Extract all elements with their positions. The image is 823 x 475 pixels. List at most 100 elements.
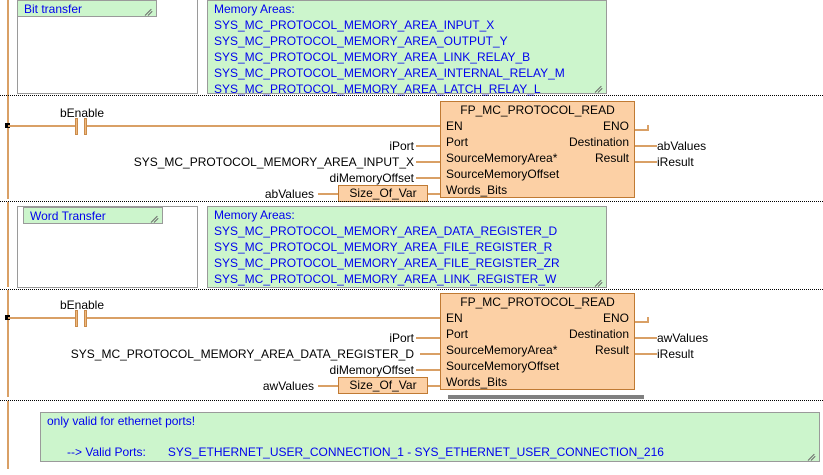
input-operand-port-net4[interactable]: iPort (389, 331, 414, 345)
pin-sourcememoryoffset-net2: SourceMemoryOffset (446, 167, 560, 181)
footer-comment-box[interactable]: only valid for ethernet ports! --> Valid… (40, 412, 820, 462)
input-wire-words-bits-left-net4 (318, 385, 338, 387)
input-operand-source-memory-area-net2[interactable]: SYS_MC_PROTOCOL_MEMORY_AREA_INPUT_X (133, 155, 414, 169)
input-operand-words-bits-net4[interactable]: awValues (262, 379, 314, 393)
network-separator (0, 95, 823, 96)
memory-areas-box-net3[interactable]: Memory Areas: SYS_MC_PROTOCOL_MEMORY_ARE… (207, 206, 607, 288)
output-operand-destination-net4[interactable]: awValues (657, 331, 709, 345)
output-wire-result-net4 (635, 353, 657, 355)
fb-row-sourcememoryarea-result-net2: SourceMemoryArea* Result (441, 150, 634, 166)
pin-result-net2: Result (594, 151, 629, 165)
pin-destination-net2: Destination (568, 135, 629, 149)
pin-en-net2: EN (446, 119, 463, 133)
memory-area-item: SYS_MC_PROTOCOL_MEMORY_AREA_LINK_RELAY_B (214, 50, 531, 64)
fb-row-en-eno-net4: EN ENO (441, 310, 634, 326)
contact-bar-left-net2[interactable] (75, 118, 78, 135)
pin-port-net2: Port (446, 135, 469, 149)
fb-row-wordsbits-net2: Words_Bits (441, 182, 634, 198)
fb-row-en-eno-net2: EN ENO (441, 118, 634, 134)
comment-box-bit-transfer[interactable]: Bit transfer (17, 0, 157, 17)
pin-eno-net2: ENO (602, 119, 629, 133)
comment-box-word-transfer[interactable]: Word Transfer (23, 207, 163, 224)
function-block-title-net2: FP_MC_PROTOCOL_READ (460, 103, 615, 117)
memory-area-item: SYS_MC_PROTOCOL_MEMORY_AREA_LINK_REGISTE… (214, 272, 557, 286)
size-of-var-box-net2[interactable]: Size_Of_Var (338, 185, 428, 202)
power-rail-net3 (7, 202, 9, 287)
output-wire-destination-net2 (635, 145, 657, 147)
contact-bar-right-net4[interactable] (84, 310, 87, 327)
fb-row-port-destination-net2: Port Destination (441, 134, 634, 150)
output-wire-eno-net4 (635, 321, 649, 323)
pin-sourcememoryarea-net4: SourceMemoryArea* (446, 343, 558, 357)
input-wire-words-bits-right-net4 (428, 385, 440, 387)
comment-title-bit-transfer: Bit transfer (24, 2, 83, 16)
power-rail-net1 (7, 0, 9, 96)
input-wire-source-memory-offset-net4 (416, 369, 440, 371)
comment-title-word-transfer: Word Transfer (30, 209, 106, 223)
fb-row-sourcememoryarea-result-net4: SourceMemoryArea* Result (441, 342, 634, 358)
resize-grip-icon[interactable] (150, 214, 160, 223)
function-block-title-net4: FP_MC_PROTOCOL_READ (460, 295, 615, 309)
input-operand-port-net2[interactable]: iPort (389, 139, 414, 153)
input-wire-source-memory-area-net2 (416, 161, 440, 163)
input-wire-words-bits-left-net2 (318, 193, 338, 195)
output-wire-eno-riser-net2 (647, 125, 649, 131)
output-wire-eno-net2 (635, 129, 649, 131)
rail-junction-net2 (5, 123, 10, 128)
rung-wire-net4 (8, 317, 75, 319)
pin-result-net4: Result (594, 343, 629, 357)
pin-sourcememoryoffset-net4: SourceMemoryOffset (446, 359, 560, 373)
pin-wordsbits-net2: Words_Bits (446, 183, 508, 197)
memory-areas-header-net3: Memory Areas: (214, 208, 295, 222)
fb-row-sourcememoryoffset-net2: SourceMemoryOffset (441, 166, 634, 182)
memory-areas-header-net1: Memory Areas: (214, 2, 295, 16)
power-rail-net4 (7, 290, 9, 397)
input-operand-source-memory-area-net4[interactable]: SYS_MC_PROTOCOL_MEMORY_AREA_DATA_REGISTE… (70, 347, 414, 361)
function-block-net2[interactable]: FP_MC_PROTOCOL_READ EN ENO Port Destinat… (440, 101, 635, 198)
footer-line-2: --> Valid Ports: SYS_ETHERNET_USER_CONNEC… (41, 429, 819, 475)
pin-sourcememoryarea-net2: SourceMemoryArea* (446, 151, 558, 165)
function-block-net4[interactable]: FP_MC_PROTOCOL_READ EN ENO Port Destinat… (440, 293, 635, 390)
input-operand-source-memory-offset-net4[interactable]: diMemoryOffset (329, 363, 414, 377)
power-rail-net2 (7, 96, 9, 199)
size-of-var-box-net4[interactable]: Size_Of_Var (338, 377, 428, 394)
horizontal-scrollbar[interactable] (448, 395, 644, 399)
output-operand-result-net2[interactable]: iResult (657, 155, 694, 169)
memory-area-item: SYS_MC_PROTOCOL_MEMORY_AREA_OUTPUT_Y (214, 34, 508, 48)
contact-label-net2: bEnable (59, 106, 105, 120)
resize-grip-icon[interactable] (807, 452, 817, 461)
pin-port-net4: Port (446, 327, 469, 341)
rail-junction-net4 (5, 315, 10, 320)
input-wire-port-net4 (416, 337, 440, 339)
pin-wordsbits-net4: Words_Bits (446, 375, 508, 389)
resize-grip-icon[interactable] (594, 278, 604, 287)
contact-bar-right-net2[interactable] (84, 118, 87, 135)
network-separator (0, 201, 823, 202)
output-wire-result-net2 (635, 161, 657, 163)
output-operand-destination-net2[interactable]: abValues (657, 139, 707, 153)
memory-area-item: SYS_MC_PROTOCOL_MEMORY_AREA_LATCH_RELAY_… (214, 82, 541, 96)
fb-row-port-destination-net4: Port Destination (441, 326, 634, 342)
output-operand-result-net4[interactable]: iResult (657, 347, 694, 361)
output-wire-eno-riser-net4 (647, 317, 649, 323)
footer-line-2-value: SYS_ETHERNET_USER_CONNECTION_1 - SYS_ETH… (167, 445, 664, 459)
input-wire-source-memory-offset-net2 (416, 177, 440, 179)
rung-wire-net2 (87, 125, 440, 127)
memory-area-item: SYS_MC_PROTOCOL_MEMORY_AREA_FILE_REGISTE… (214, 240, 553, 254)
input-operand-source-memory-offset-net2[interactable]: diMemoryOffset (329, 171, 414, 185)
pin-eno-net4: ENO (602, 311, 629, 325)
footer-line-1: only valid for ethernet ports! (47, 414, 196, 428)
footer-line-2-label: --> Valid Ports: (67, 445, 146, 459)
network-separator (0, 289, 823, 290)
memory-area-item: SYS_MC_PROTOCOL_MEMORY_AREA_INTERNAL_REL… (214, 66, 565, 80)
resize-grip-icon[interactable] (144, 7, 154, 16)
resize-grip-icon[interactable] (594, 84, 604, 93)
input-operand-words-bits-net2[interactable]: abValues (264, 187, 314, 201)
rung-wire-net2 (8, 125, 75, 127)
output-wire-destination-net4 (635, 337, 657, 339)
input-wire-source-memory-area-net4 (420, 353, 440, 355)
memory-areas-box-net1[interactable]: Memory Areas: SYS_MC_PROTOCOL_MEMORY_ARE… (207, 0, 607, 96)
contact-bar-left-net4[interactable] (75, 310, 78, 327)
memory-area-item: SYS_MC_PROTOCOL_MEMORY_AREA_INPUT_X (214, 18, 495, 32)
